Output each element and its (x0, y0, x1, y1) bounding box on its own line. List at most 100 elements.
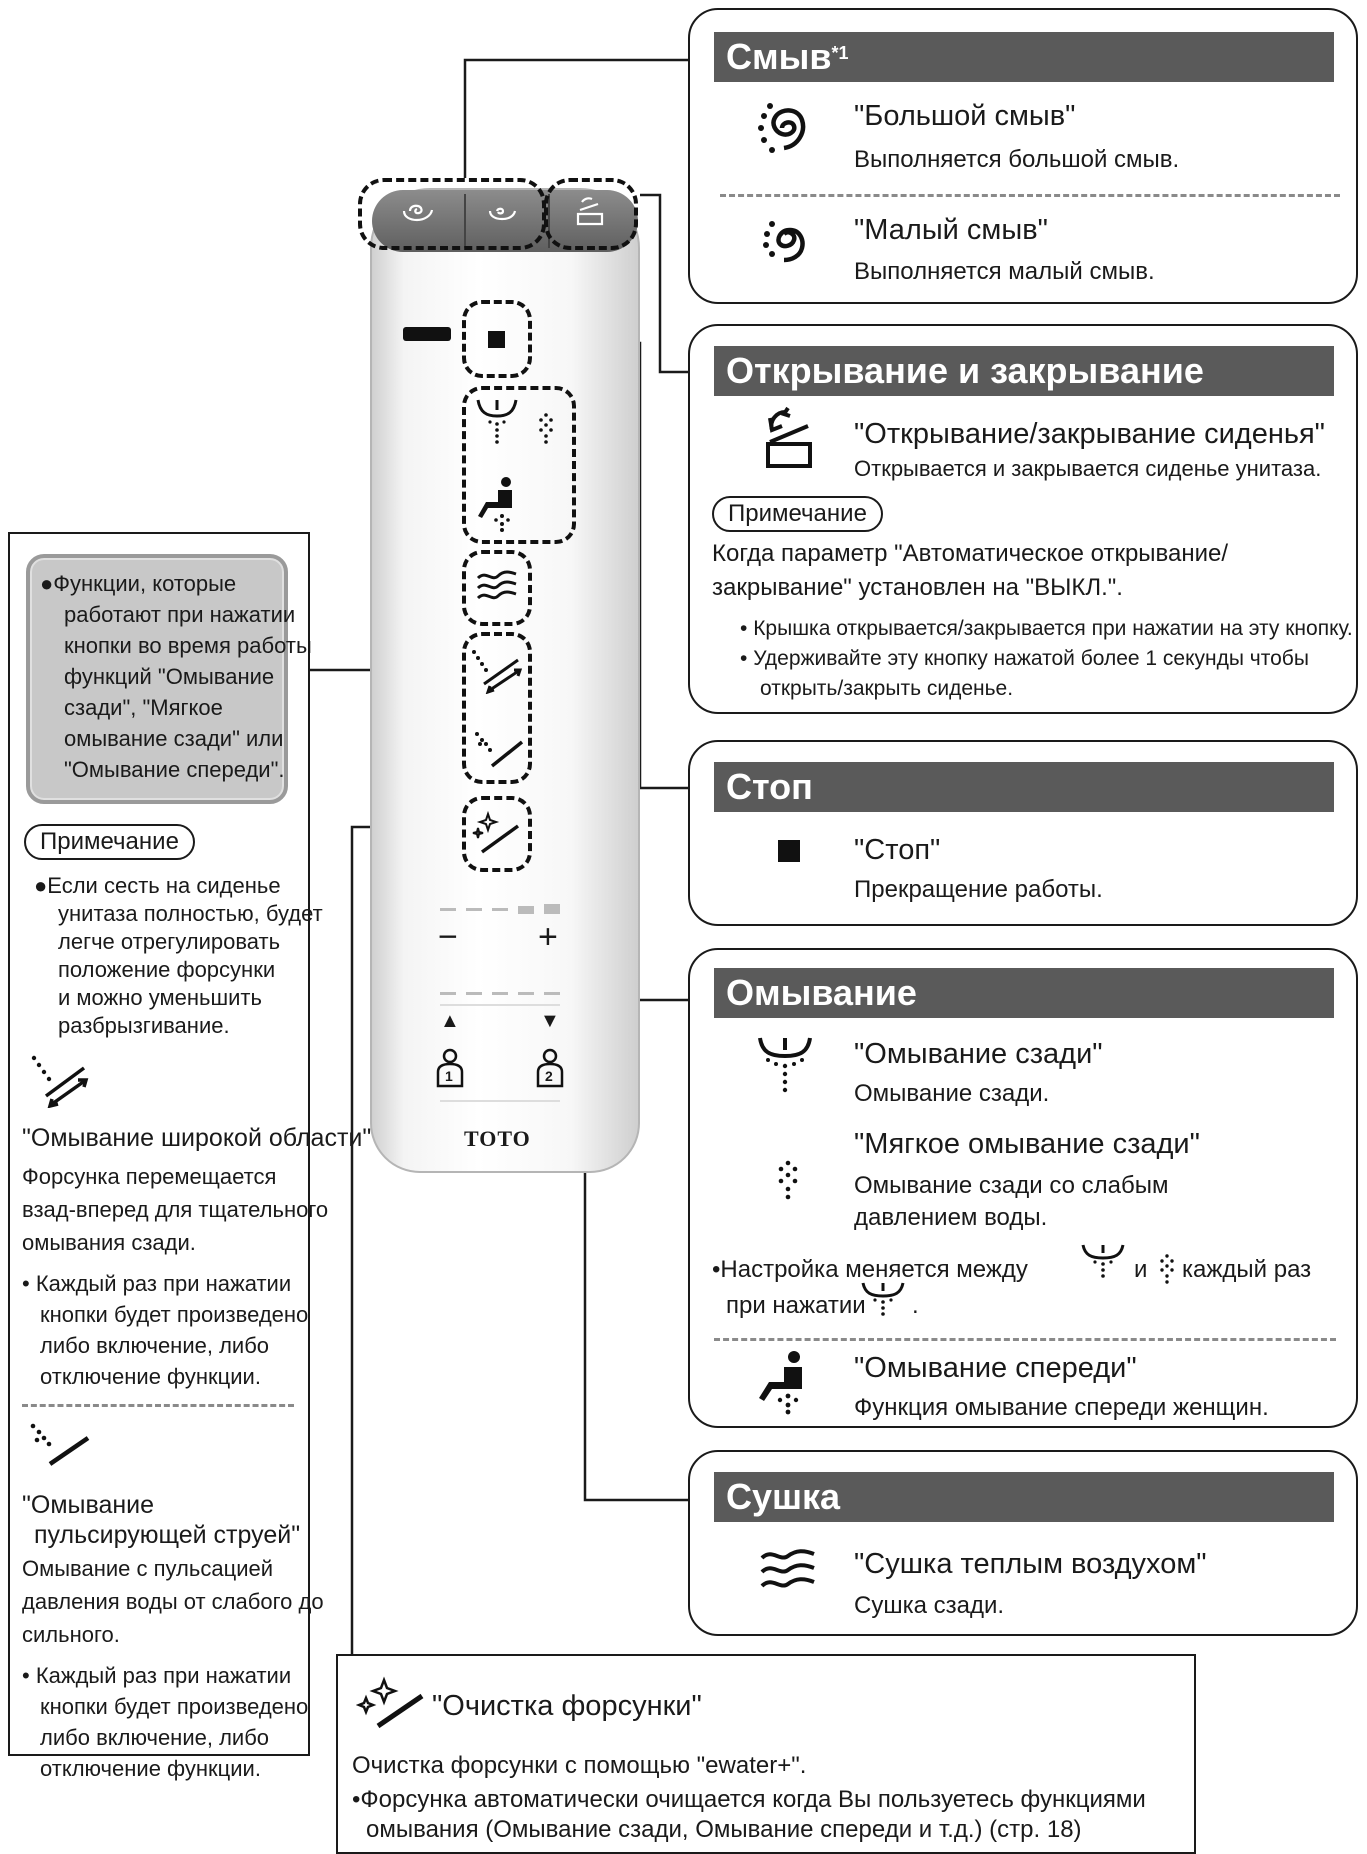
note-bullet-2: • Удерживайте эту кнопку нажатой более 1… (740, 647, 1309, 670)
dry-desc: Сушка сзади. (854, 1592, 1005, 1619)
note-bullet-2-cont: открыть/закрыть сиденье. (760, 677, 1014, 700)
rear-wash-icon (756, 1034, 814, 1100)
toggle-text-c: каждый раз (1182, 1256, 1312, 1283)
seat-open-close-name: "Открывание/закрывание сиденья" (854, 418, 1325, 450)
remote-top-divider (464, 194, 466, 248)
wash-panel (688, 948, 1358, 1428)
rear-wash-desc: Омывание сзади. (854, 1080, 1050, 1107)
soft-wash-icon (776, 1160, 800, 1202)
front-wash-button[interactable] (478, 476, 522, 532)
open-close-title-bar: Открывание и закрывание (714, 346, 1334, 396)
nozzle-mode-buttons-outline (462, 632, 532, 784)
stop-name: "Стоп" (854, 834, 941, 866)
gray-note-text: ●Функции, которые работают при нажатии к… (40, 571, 312, 782)
note-line-1: Когда параметр "Автоматическое открывани… (712, 540, 1229, 567)
small-flush-desc: Выполняется малый смыв. (854, 258, 1155, 285)
seat-button-outline (544, 178, 638, 250)
toggle-text-a: Настройка меняется между (720, 1256, 1028, 1283)
nozzle-clean-desc: Очистка форсунки с помощью "ewater+". (352, 1752, 807, 1779)
plus-button[interactable]: + (538, 918, 558, 956)
pressure-level-indicator (440, 904, 560, 914)
position-up-button[interactable]: ▼ (540, 1010, 560, 1032)
small-flush-button[interactable] (480, 198, 526, 224)
position-level-indicator (440, 992, 560, 996)
dry-button[interactable] (476, 568, 518, 606)
flush-footnote-mark: *1 (831, 43, 849, 63)
wide-area-wash-name: "Омывание широкой области" (22, 1124, 372, 1152)
wide-area-wash-desc: Форсунка перемещается взад-вперед для тщ… (22, 1164, 329, 1255)
nozzle-clean-button[interactable] (472, 810, 524, 856)
soft-wash-name: "Мягкое омывание сзади" (854, 1128, 1200, 1160)
wide-area-wash-bullet: • Каждый раз при нажатии кнопки будет пр… (22, 1271, 309, 1389)
small-flush-name: "Малый смыв" (854, 214, 1048, 246)
dry-name: "Сушка теплым воздухом" (854, 1548, 1207, 1580)
stop-title-bar: Стоп (714, 762, 1334, 812)
small-flush-icon (760, 212, 814, 266)
user-1-button[interactable]: 1 (434, 1048, 466, 1088)
nozzle-clean-name: "Очистка форсунки" (432, 1690, 702, 1722)
wash-title-bar: Омывание (714, 968, 1334, 1018)
rear-wash-icon-inline (860, 1280, 906, 1320)
seat-open-close-desc: Открывается и закрывается сиденье унитаз… (854, 456, 1322, 481)
stop-button[interactable] (488, 331, 505, 348)
dry-button-outline (462, 550, 532, 626)
rear-wash-icon-inline (1080, 1242, 1126, 1282)
user-2-button[interactable]: 2 (534, 1048, 566, 1088)
pulsating-wash-button[interactable] (474, 730, 524, 770)
wide-area-wash-icon (30, 1054, 90, 1109)
wide-area-wash-button[interactable] (470, 648, 524, 695)
big-flush-icon (756, 98, 814, 160)
soft-wash-icon-inline (1158, 1254, 1176, 1284)
soft-wash-desc-2: давлением воды. (854, 1204, 1048, 1231)
rear-wash-name: "Омывание сзади" (854, 1038, 1103, 1070)
brand-logo: TOTO (464, 1126, 531, 1151)
note-label: Примечание (712, 496, 883, 532)
front-wash-icon (758, 1350, 814, 1416)
power-indicator (403, 327, 451, 341)
rear-wash-button[interactable] (474, 394, 520, 446)
pulsating-wash-bullet: • Каждый раз при нажатии кнопки будет пр… (22, 1663, 309, 1781)
stop-icon (778, 840, 800, 862)
dry-title-bar: Сушка (714, 1472, 1334, 1522)
dry-icon (760, 1546, 816, 1598)
flush-title: Смыв (726, 36, 832, 77)
note-line-2: закрывание" установлен на "ВЫКЛ.". (712, 574, 1123, 601)
nozzle-clean-bullet-1: •Форсунка автоматически очищается когда … (352, 1786, 1146, 1813)
remote-divider (440, 1004, 560, 1006)
flush-title-bar: Смыв*1 (714, 32, 1334, 82)
remote-divider (440, 1100, 560, 1102)
soft-rear-wash-button[interactable] (536, 412, 556, 446)
nozzle-clean-icon (355, 1676, 426, 1730)
nozzle-clean-button-outline (462, 796, 532, 872)
big-flush-desc: Выполняется большой смыв. (854, 146, 1180, 173)
big-flush-name: "Большой смыв" (854, 100, 1076, 132)
divider (22, 1404, 294, 1407)
big-flush-button[interactable] (396, 198, 446, 224)
toggle-text-e: . (912, 1292, 919, 1319)
pulsating-wash-name: "Омывание пульсирующей струей" (22, 1491, 301, 1549)
stop-button-outline (462, 300, 532, 378)
remote-top-divider (548, 194, 550, 248)
soft-wash-desc-1: Омывание сзади со слабым (854, 1172, 1169, 1199)
seat-open-close-icon (758, 404, 816, 470)
front-wash-desc: Функция омывание спереди женщин. (854, 1394, 1269, 1421)
pulsating-wash-desc: Омывание с пульсацией давления воды от с… (22, 1556, 324, 1647)
left-note-label: Примечание (24, 824, 195, 860)
toggle-text-b: и (1134, 1256, 1148, 1283)
wash-buttons-outline (462, 386, 576, 544)
divider (720, 194, 1340, 197)
note-bullet-1: • Крышка открывается/закрывается при наж… (740, 617, 1353, 640)
nozzle-clean-panel (336, 1654, 1196, 1854)
toggle-note: •Настройка меняется между (712, 1256, 1028, 1283)
position-down-button[interactable]: ▲ (440, 1010, 460, 1032)
stop-desc: Прекращение работы. (854, 876, 1103, 903)
minus-button[interactable]: − (438, 918, 458, 956)
pulsating-wash-icon (30, 1422, 90, 1468)
gray-note-box (26, 554, 288, 804)
divider (714, 1338, 1336, 1341)
toggle-text-d: при нажатии (726, 1292, 866, 1319)
left-note-text: ●Если сесть на сиденье унитаза полностью… (34, 873, 323, 1038)
nozzle-clean-bullet-2: омывания (Омывание сзади, Омывание спере… (366, 1816, 1082, 1843)
front-wash-name: "Омывание спереди" (854, 1352, 1137, 1384)
seat-open-close-button[interactable] (568, 196, 612, 230)
